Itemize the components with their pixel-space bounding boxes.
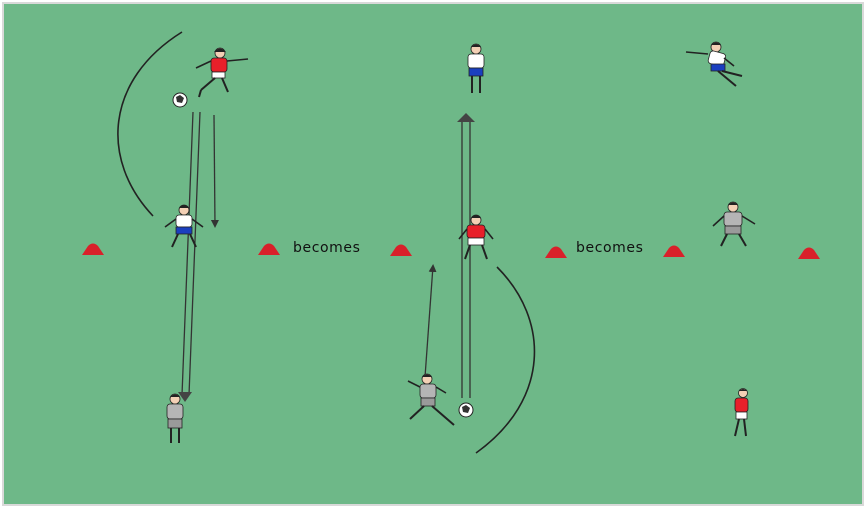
player-red-defender: [458, 214, 494, 260]
player-red-waiting: [734, 388, 749, 437]
cone: [82, 243, 104, 255]
run-curve: [475, 266, 536, 454]
defender-run-arrow: [210, 114, 219, 228]
transition-label: becomes: [293, 240, 361, 256]
cone: [258, 243, 280, 255]
cone: [663, 245, 685, 257]
player-red-attacker: [195, 47, 249, 98]
panel-2: [390, 43, 567, 454]
panel-3: [663, 41, 820, 437]
cone: [390, 244, 412, 256]
pass-arrow: [457, 113, 475, 398]
cone: [798, 247, 820, 259]
transition-label: becomes: [576, 240, 644, 256]
player-white-attacker: [685, 41, 743, 87]
player-grey-defender: [712, 201, 756, 247]
cone: [545, 246, 567, 258]
player-grey-target: [166, 393, 184, 443]
player-grey-server: [407, 373, 455, 426]
panel-1: [82, 31, 280, 443]
pass-arrow: [178, 111, 201, 402]
player-white-defender: [164, 204, 204, 248]
server-run-arrow: [424, 264, 437, 378]
run-curve: [117, 31, 183, 217]
player-white-attacker: [467, 43, 485, 93]
